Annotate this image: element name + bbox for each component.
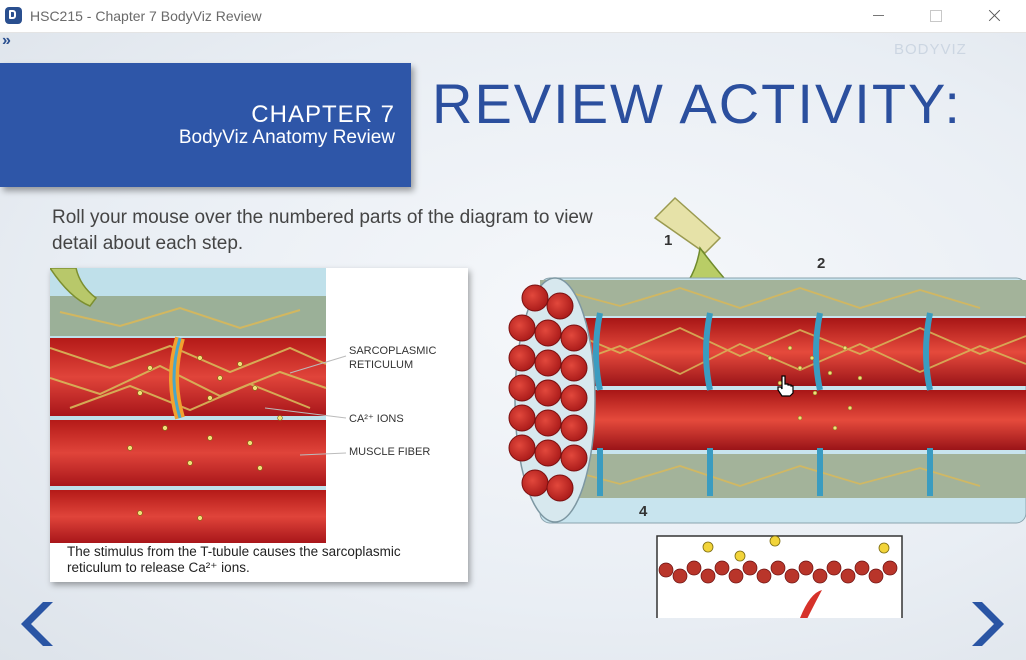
label-line: RETICULUM	[349, 359, 414, 371]
step-2-hotspot[interactable]: 2	[817, 255, 826, 272]
window-title: HSC215 - Chapter 7 BodyViz Review	[30, 8, 262, 24]
slide: » BODYVIZ CHAPTER 7 BodyViz Anatomy Revi…	[0, 33, 1026, 660]
hand-pointer-icon	[777, 375, 794, 397]
window-titlebar: HSC215 - Chapter 7 BodyViz Review	[0, 0, 1026, 33]
app-icon	[5, 7, 22, 24]
chapter-title: CHAPTER 7	[251, 101, 395, 128]
step-1-hotspot[interactable]: 1	[664, 232, 673, 249]
maximize-button[interactable]	[912, 0, 958, 32]
muscle-fiber-diagram	[508, 196, 1026, 618]
detail-caption: The stimulus from the T-tubule causes th…	[67, 544, 401, 575]
close-button[interactable]	[970, 0, 1016, 32]
watermark: BODYVIZ	[894, 41, 967, 58]
chevron-right-icon[interactable]	[964, 598, 1016, 650]
label-muscle-fiber: MUSCLE FIBER	[349, 446, 431, 458]
label-sarcoplasmic-reticulum: SARCOPLASMIC RETICULUM	[349, 344, 436, 372]
detail-illustration	[50, 268, 347, 543]
double-chevron-right-icon[interactable]: »	[2, 33, 11, 49]
chapter-subtitle: BodyViz Anatomy Review	[178, 127, 395, 148]
instructions-text: Roll your mouse over the numbered parts …	[52, 207, 593, 254]
label-ca-ions: CA²⁺ IONS	[349, 413, 404, 425]
step-4-hotspot[interactable]: 4	[639, 503, 648, 520]
page-title: REVIEW ACTIVITY:	[432, 72, 962, 135]
detail-card: SARCOPLASMIC RETICULUM CA²⁺ IONS MUSCLE …	[50, 268, 468, 582]
chapter-banner: CHAPTER 7 BodyViz Anatomy Review	[0, 63, 411, 187]
label-line: SARCOPLASMIC	[349, 345, 437, 357]
minimize-button[interactable]	[856, 0, 902, 32]
chevron-left-icon[interactable]	[9, 598, 61, 650]
